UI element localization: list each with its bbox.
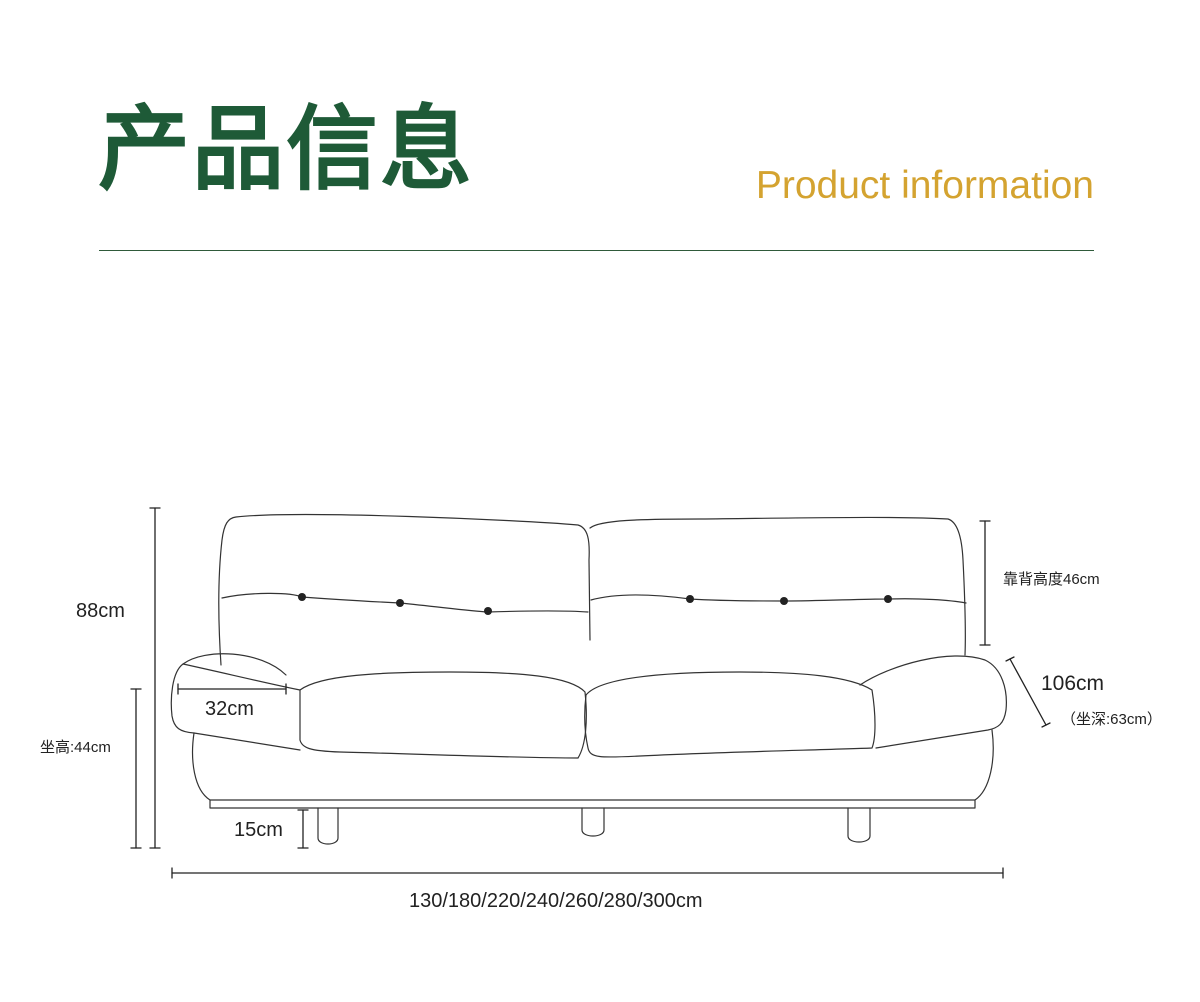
- leg-height-label: 15cm: [234, 819, 283, 841]
- center-leg: [581, 807, 605, 837]
- left-arm-top: [182, 663, 301, 691]
- seat-height-line: [130, 688, 142, 849]
- header-divider: [99, 250, 1094, 251]
- tuft-button: [396, 599, 404, 607]
- seat-height-label: 坐高:44cm: [40, 739, 111, 756]
- seat-depth-label: （坐深:63cm）: [1061, 711, 1162, 728]
- left-back-cushion: [218, 514, 591, 666]
- right-back-cushion: [589, 516, 966, 656]
- page-title-chinese: 产品信息: [98, 96, 475, 203]
- left-seat-cushion: [299, 671, 587, 759]
- tufting-buttons: [298, 593, 892, 615]
- tuft-button: [686, 595, 694, 603]
- armrest-width-line: [177, 683, 287, 695]
- depth-label: 106cm: [1041, 672, 1105, 695]
- depth-line: [1005, 656, 1051, 728]
- length-label: 130/180/220/240/260/280/300cm: [409, 890, 703, 912]
- tuft-button: [780, 597, 788, 605]
- right-seat-cushion: [584, 671, 876, 758]
- sofa-outline: [170, 514, 1007, 845]
- length-line: [171, 867, 1004, 879]
- backrest-height-line: [979, 520, 991, 646]
- total-height-line: [149, 507, 161, 849]
- dimension-lines: [130, 507, 1051, 879]
- left-leg: [317, 807, 339, 845]
- tuft-button: [298, 593, 306, 601]
- right-arm: [859, 655, 1007, 749]
- tuft-button: [884, 595, 892, 603]
- tuft-button: [484, 607, 492, 615]
- left-arm: [170, 653, 301, 751]
- total-height-label: 88cm: [76, 600, 125, 622]
- leg-height-line: [297, 809, 309, 849]
- sofa-bottom-edge: [209, 799, 976, 809]
- page-title-english: Product information: [755, 164, 1094, 207]
- right-back-seam: [590, 594, 967, 604]
- armrest-width-label: 32cm: [205, 698, 254, 720]
- sofa-base: [191, 729, 994, 801]
- left-back-seam: [221, 592, 589, 613]
- right-leg: [847, 807, 871, 843]
- backrest-height-label: 靠背高度46cm: [1003, 571, 1100, 588]
